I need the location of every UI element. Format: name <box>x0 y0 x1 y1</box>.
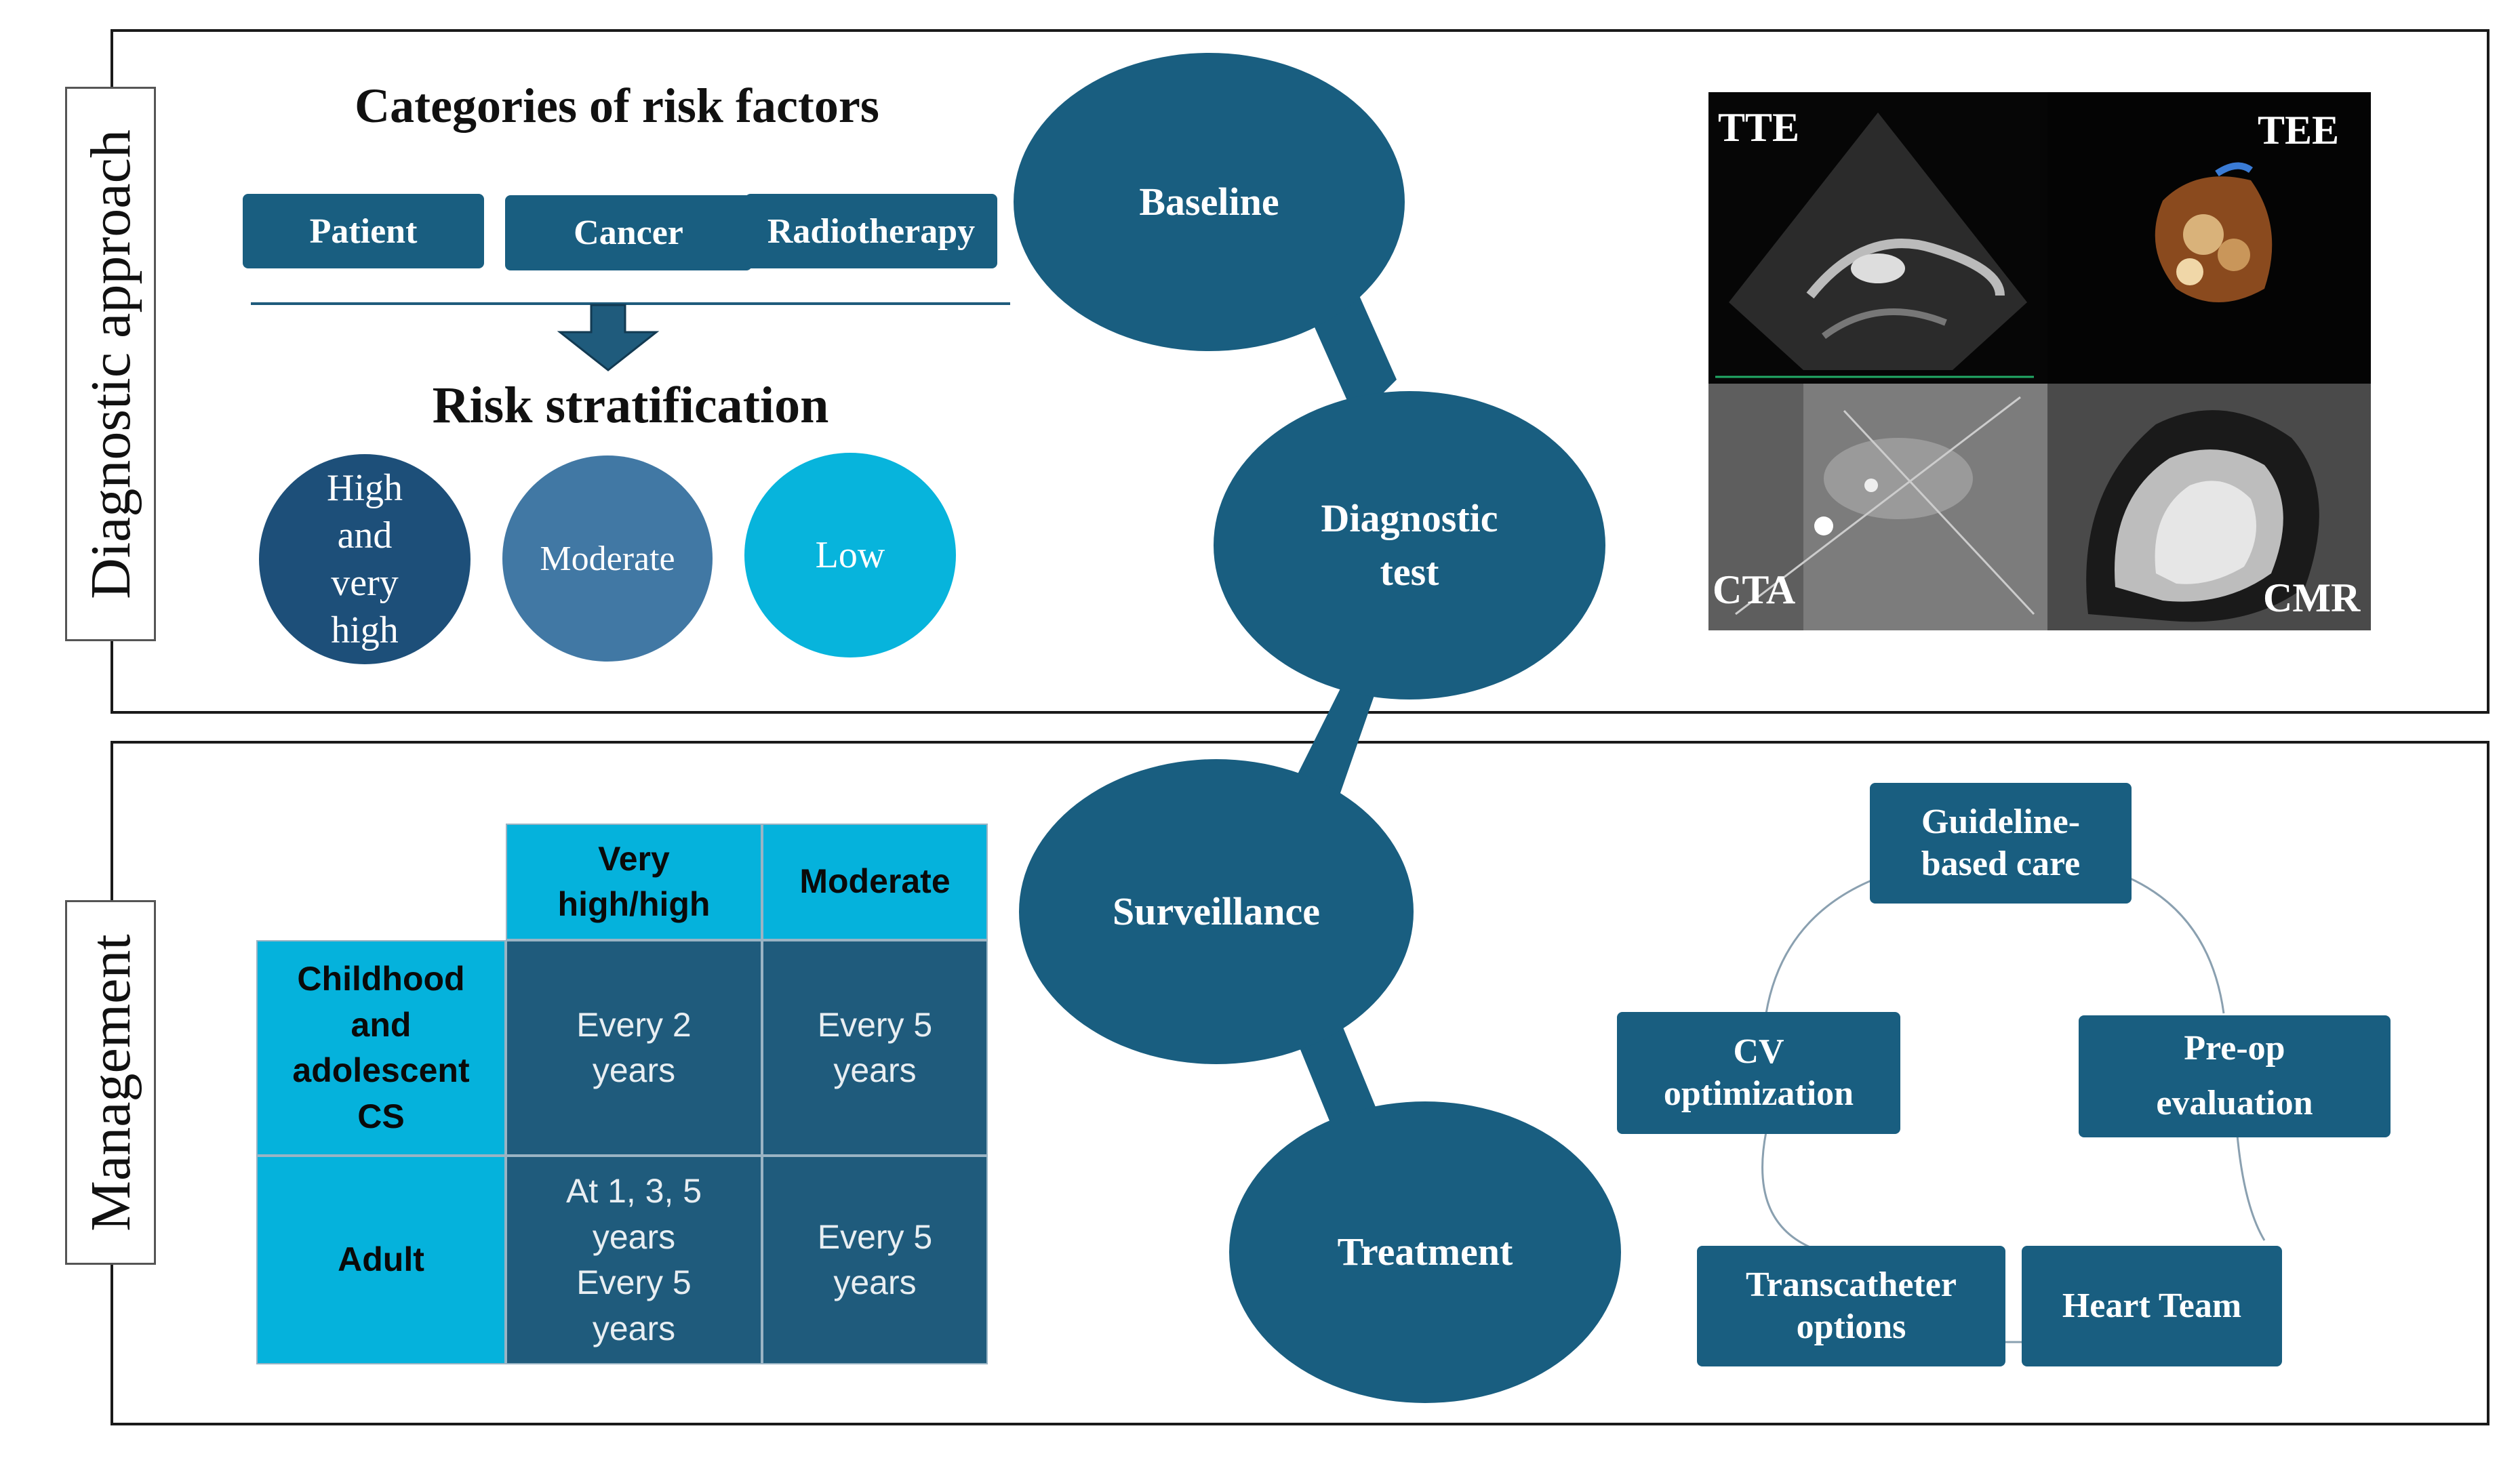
table-col-header-very-high: Very high/high <box>506 824 762 940</box>
risk-level-high: High and very high <box>259 454 471 664</box>
pathway-step-treatment: Treatment <box>1229 1101 1621 1403</box>
care-cycle-connectors <box>1761 876 2266 1343</box>
management-label: Management <box>65 900 156 1265</box>
care-transcatheter-options: Transcatheter options <box>1697 1246 2005 1366</box>
table-cell-adult-very-high: At 1, 3, 5 years Every 5 years <box>506 1156 762 1364</box>
pathway-step-surveillance: Surveillance <box>1019 759 1414 1064</box>
risk-factor-patient: Patient <box>243 194 484 268</box>
care-guideline-based: Guideline-based care <box>1870 783 2132 904</box>
table-cell-childhood-moderate: Every 5 years <box>762 940 988 1156</box>
cmr-label: CMR <box>2263 575 2361 620</box>
care-heart-team: Heart Team <box>2022 1246 2282 1366</box>
table-row-header-adult: Adult <box>256 1156 506 1364</box>
pathway-step-baseline: Baseline <box>1014 53 1405 351</box>
imaging-mosaic: TTE TEE CTA CMR <box>1708 92 2371 630</box>
care-cv-optimization: CV optimization <box>1617 1012 1900 1134</box>
cmr-image <box>2047 384 2371 630</box>
care-pre-op-evaluation: Pre-op evaluation <box>2079 1015 2391 1137</box>
risk-stratification-title: Risk stratification <box>432 377 829 434</box>
tte-image <box>1708 92 2047 384</box>
table-row-header-childhood: Childhood and adolescent CS <box>256 940 506 1156</box>
risk-level-moderate: Moderate <box>502 455 713 662</box>
stratification-arrow <box>251 302 1010 371</box>
cta-image <box>1708 384 2047 630</box>
diagnostic-approach-label: Diagnostic approach <box>65 87 156 641</box>
table-cell-childhood-very-high: Every 2 years <box>506 940 762 1156</box>
risk-factor-radiotherapy: Radiotherapy <box>745 194 997 268</box>
risk-factor-cancer: Cancer <box>505 195 752 270</box>
risk-factors-title: Categories of risk factors <box>355 79 879 133</box>
table-cell-adult-moderate: Every 5 years <box>762 1156 988 1364</box>
tee-label: TEE <box>2258 108 2340 153</box>
tee-image <box>2047 92 2371 384</box>
table-col-header-moderate: Moderate <box>762 824 988 940</box>
risk-level-low: Low <box>744 453 956 657</box>
cta-label: CTA <box>1713 567 1796 612</box>
tte-label: TTE <box>1718 105 1800 150</box>
pathway-step-diagnostic-test: Diagnostic test <box>1214 391 1605 699</box>
